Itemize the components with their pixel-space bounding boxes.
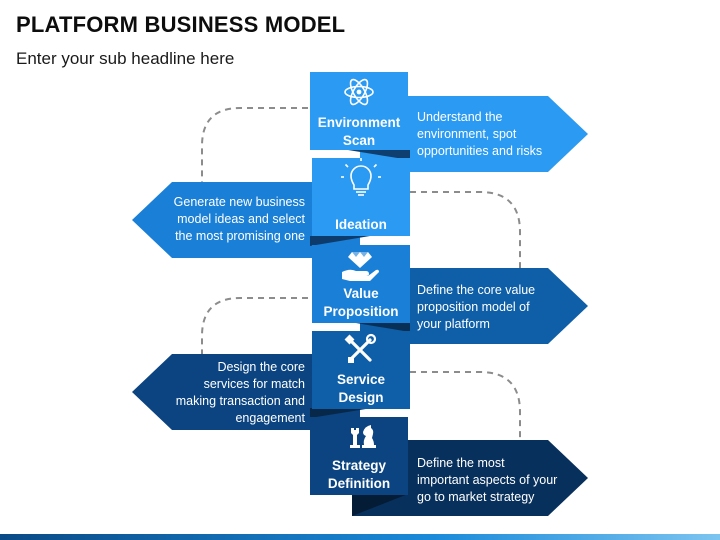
page-title: PLATFORM BUSINESS MODEL xyxy=(16,12,346,37)
arrow-step-1 xyxy=(360,96,588,172)
description-service-design: Design the core services for match makin… xyxy=(175,360,305,425)
fold-5 xyxy=(352,494,408,516)
step-strategy-definition: Strategy Definition xyxy=(310,417,408,495)
step-box-bg-4 xyxy=(312,331,410,409)
step-value-proposition: Value Proposition xyxy=(312,245,410,323)
arrow-step-3 xyxy=(360,268,588,344)
step-label-line1: Value xyxy=(343,286,379,301)
description-strategy-definition: Define the most important aspects of you… xyxy=(417,456,558,504)
arrow-step-2 xyxy=(132,182,360,258)
description-environment-scan: Understand the environment, spot opportu… xyxy=(417,110,543,158)
fold-1 xyxy=(348,150,410,160)
chess-icon xyxy=(350,425,376,448)
step-label-line1: Environment xyxy=(317,115,401,130)
footer-bar xyxy=(0,534,720,540)
description-ideation: Generate new business model ideas and se… xyxy=(173,195,305,243)
fold-4 xyxy=(310,408,372,418)
hand-diamond-icon xyxy=(342,252,379,281)
fold-3 xyxy=(350,322,410,332)
step-environment-scan: Environment Scan xyxy=(310,72,408,150)
connector-3 xyxy=(201,297,308,358)
arrow-step-4 xyxy=(132,354,360,430)
arrow-step-5 xyxy=(352,440,588,516)
fold-2 xyxy=(310,236,370,246)
step-box-bg-2 xyxy=(312,158,410,236)
step-box-bg-1 xyxy=(310,72,408,150)
step-label-line1: Ideation xyxy=(335,217,387,232)
description-value-proposition: Define the core value proposition model … xyxy=(417,283,536,331)
step-label-line2: Scan xyxy=(342,133,376,148)
page-subtitle: Enter your sub headline here xyxy=(16,49,235,68)
connector-4 xyxy=(410,371,521,440)
step-label-line2: Proposition xyxy=(323,304,399,319)
step-service-design: Service Design xyxy=(312,331,410,409)
step-ideation: Ideation xyxy=(312,158,410,236)
step-label-line1: Strategy xyxy=(331,458,387,473)
step-label-line1: Service xyxy=(336,372,386,387)
connector-2 xyxy=(410,191,521,268)
connector-1 xyxy=(201,107,308,185)
atom-icon xyxy=(344,78,374,106)
dashed-connectors xyxy=(201,107,521,440)
step-label-line2: Definition xyxy=(327,476,391,491)
step-label-line2: Design xyxy=(338,390,384,405)
lightbulb-icon xyxy=(341,158,381,196)
